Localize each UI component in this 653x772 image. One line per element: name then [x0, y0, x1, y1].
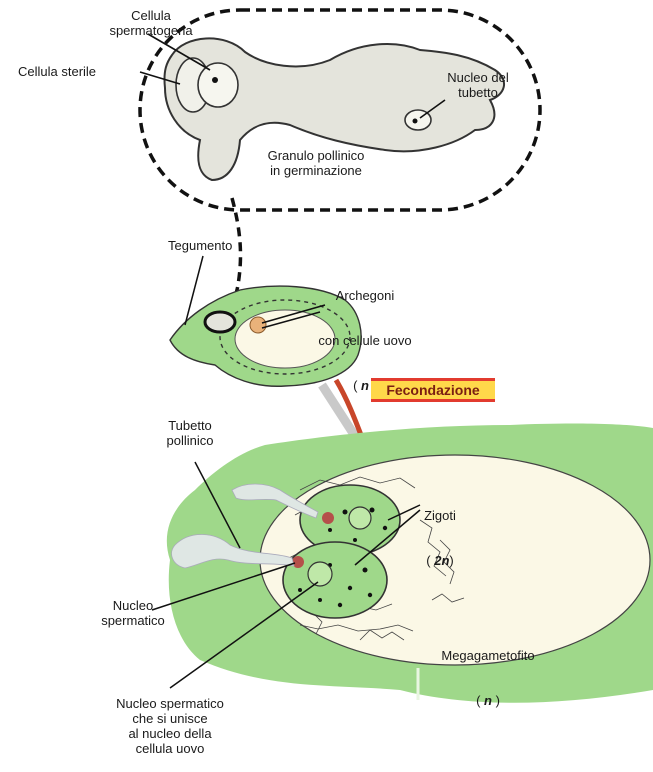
- upper-egg-nucleus: [349, 507, 371, 529]
- zygotes-text: Zigoti: [410, 508, 470, 523]
- archegonia-line-1: Archegoni: [300, 288, 430, 303]
- label-tube-nucleus: Nucleo del tubetto: [430, 70, 526, 100]
- zygotes-ploidy-value: 2n: [434, 553, 449, 568]
- label-sperm-nucleus: Nucleo spermatico: [88, 598, 178, 628]
- spermatogenous-cell: [198, 63, 238, 107]
- label-megagametophyte: Megagametofito ( n ): [428, 618, 548, 723]
- label-zygotes: Zigoti ( 2n): [410, 478, 470, 583]
- sperm-nucleus-upper: [322, 512, 334, 524]
- archegonia-line-2: con cellule uovo: [300, 333, 430, 348]
- egg-cell: [250, 317, 266, 333]
- fertilization-banner: Fecondazione: [371, 378, 495, 402]
- spermatogenous-nucleus: [212, 77, 218, 83]
- label-pollen-tube: Tubetto pollinico: [150, 418, 230, 448]
- pollen-in-ovule: [205, 312, 235, 332]
- megagametophyte-ploidy: ( n ): [428, 693, 548, 708]
- archegonia-ploidy-value: n: [361, 378, 369, 393]
- tube-nucleus-dot: [413, 119, 418, 124]
- zygotes-ploidy: ( 2n): [410, 553, 470, 568]
- megagametophyte-ploidy-value: n: [484, 693, 492, 708]
- lower-egg-nucleus: [308, 562, 332, 586]
- label-sterile-cell: Cellula sterile: [18, 64, 96, 79]
- label-germinating-pollen: Granulo pollinico in germinazione: [256, 148, 376, 178]
- megagametophyte-text: Megagametofito: [428, 648, 548, 663]
- label-integument: Tegumento: [168, 238, 232, 253]
- archegonium-lower: [283, 542, 387, 618]
- label-spermatogenous-cell: Cellula spermatogena: [96, 8, 206, 38]
- label-sperm-nucleus-fusing: Nucleo spermatico che si unisce al nucle…: [95, 696, 245, 756]
